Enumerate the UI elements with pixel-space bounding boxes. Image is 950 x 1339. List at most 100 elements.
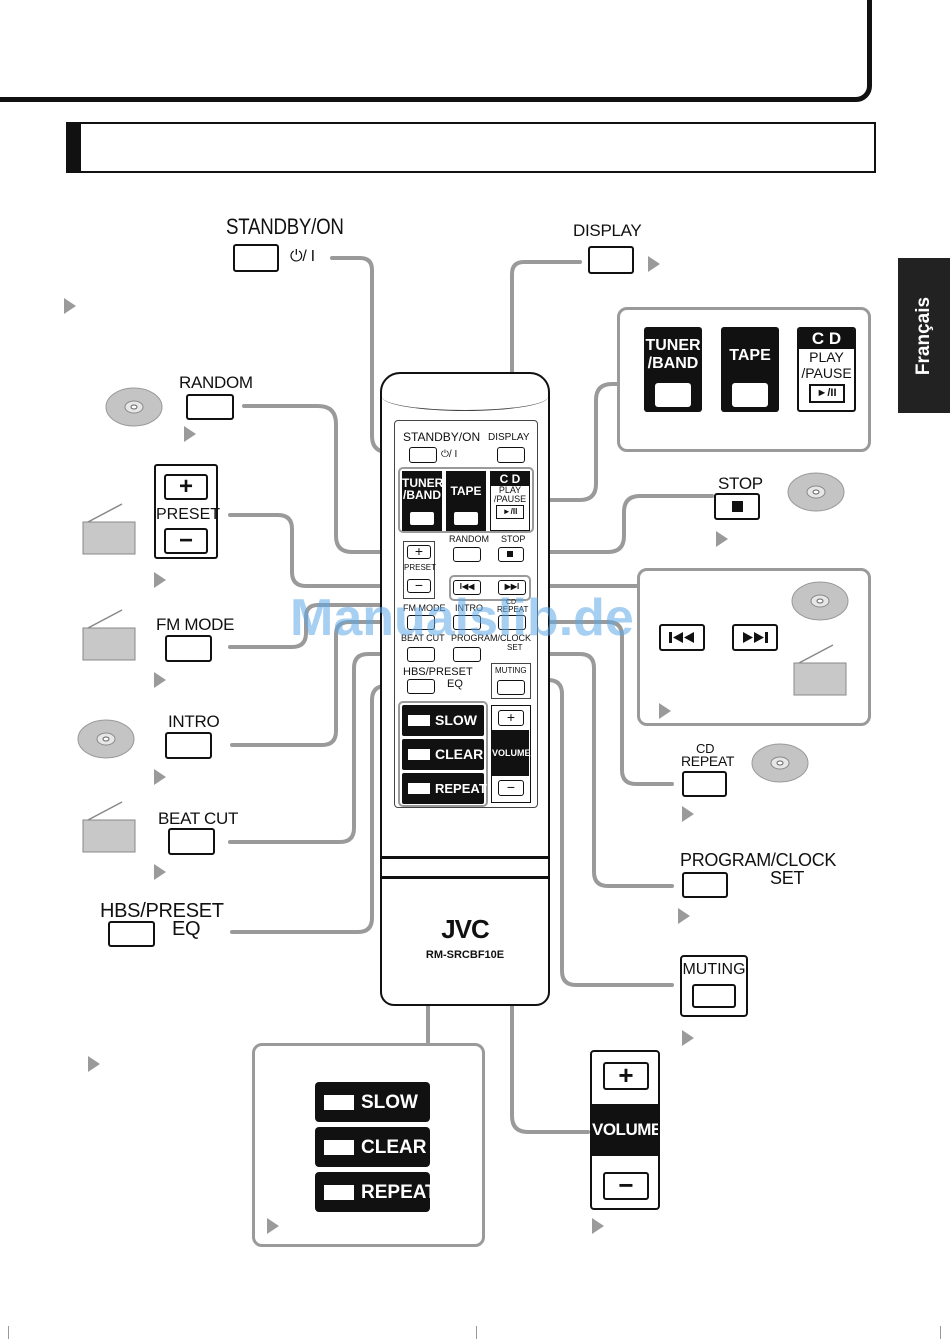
skip-forward-icon	[743, 632, 768, 643]
pointer-triangle-icon	[682, 1030, 694, 1046]
section-title-bar	[66, 122, 876, 173]
remote-volume-up[interactable]: +	[498, 710, 524, 726]
hbs-button[interactable]	[108, 921, 155, 947]
remote-preset-minus[interactable]: −	[407, 578, 431, 593]
play-pause-icon: ►/II	[808, 384, 845, 403]
random-button[interactable]	[186, 394, 234, 420]
cd-disc-icon	[791, 581, 849, 621]
remote-program-button[interactable]	[453, 647, 481, 662]
skip-back-icon	[669, 632, 694, 643]
muting-button[interactable]	[692, 984, 736, 1008]
skip-buttons-panel	[637, 568, 871, 726]
source-buttons-panel: TUNER /BAND TAPE C D PLAY /PAUSE ►/II	[617, 307, 871, 452]
fm-mode-label: FM MODE	[156, 615, 235, 634]
remote-beat-cut-button[interactable]	[407, 647, 435, 662]
program-clock-button[interactable]	[682, 872, 728, 898]
standby-button[interactable]	[233, 244, 279, 272]
remote-standby-button[interactable]	[409, 447, 437, 463]
stop-button[interactable]	[714, 493, 760, 520]
cd-repeat-label: CD	[696, 741, 715, 756]
volume-panel: + VOLUME −	[590, 1050, 660, 1210]
remote-model-label: RM-SRCBF10E	[425, 949, 505, 961]
remote-cd-repeat-button[interactable]	[498, 615, 526, 630]
clear-key[interactable]: CLEAR	[315, 1127, 430, 1167]
slow-key[interactable]: SLOW	[315, 1082, 430, 1122]
preset-minus-button[interactable]: −	[164, 528, 208, 554]
watermark-text: Manualslib.de	[290, 589, 634, 647]
remote-fm-mode-button[interactable]	[407, 615, 435, 630]
pointer-triangle-icon	[184, 426, 196, 442]
play-label: PLAY	[809, 349, 844, 365]
pointer-triangle-icon	[154, 864, 166, 880]
remote-control: STANDBY/ON DISPLAY ⏻/ I TUNER /BAND TAPE…	[380, 372, 550, 1006]
cd-label: C D	[799, 329, 854, 349]
standby-label: STANDBY/ON	[226, 214, 344, 239]
radio-icon	[82, 609, 136, 661]
remote-skip-back[interactable]: I◀◀	[453, 580, 481, 595]
display-button[interactable]	[588, 246, 634, 274]
radio-icon	[793, 644, 847, 696]
volume-up-button[interactable]: +	[603, 1062, 649, 1090]
intro-button[interactable]	[165, 732, 212, 759]
header-frame	[0, 0, 872, 102]
remote-random-button[interactable]	[453, 547, 481, 562]
remote-cd-repeat-label: CD	[506, 599, 517, 606]
remote-preset-label: PRESET	[404, 563, 437, 572]
pointer-triangle-icon	[64, 298, 76, 314]
remote-volume-down[interactable]: −	[498, 780, 524, 796]
preset-plus-button[interactable]: +	[164, 474, 208, 500]
remote-display-button[interactable]	[497, 447, 525, 463]
remote-muting-button[interactable]	[497, 680, 525, 695]
beat-cut-button[interactable]	[168, 828, 215, 855]
skip-forward-button[interactable]	[732, 624, 778, 651]
cd-disc-icon	[105, 387, 163, 427]
band-label: /BAND	[647, 355, 699, 372]
tape-label: TAPE	[729, 347, 771, 364]
beat-cut-label: BEAT CUT	[158, 809, 239, 828]
standby-icon: ⏻/ I	[290, 248, 315, 265]
remote-hbs-label: HBS/PRESET	[403, 666, 473, 678]
skip-back-button[interactable]	[659, 624, 705, 651]
remote-stop-button[interactable]	[498, 547, 524, 562]
remote-hbs-button[interactable]	[407, 679, 435, 694]
clear-label: CLEAR	[361, 1137, 427, 1158]
pointer-triangle-icon	[154, 572, 166, 588]
pointer-triangle-icon	[716, 531, 728, 547]
remote-random-label: RANDOM	[449, 534, 489, 544]
remote-tape-key[interactable]: TAPE	[446, 471, 486, 531]
pause-label: /PAUSE	[801, 365, 852, 381]
remote-intro-button[interactable]	[453, 615, 481, 630]
pointer-triangle-icon	[682, 806, 694, 822]
cd-repeat-label-2: REPEAT	[681, 753, 735, 769]
remote-program-set-label: SET	[507, 643, 523, 652]
repeat-label: REPEAT	[361, 1182, 437, 1203]
remote-standby-icon: ⏻/ I	[441, 449, 458, 460]
remote-repeat-key[interactable]: REPEAT	[402, 773, 487, 804]
preset-label: PRESET	[156, 506, 221, 523]
preset-button-group: + PRESET −	[154, 464, 221, 559]
remote-slow-key[interactable]: SLOW	[402, 705, 484, 736]
remote-program-label: PROGRAM/CLOCK	[451, 633, 532, 643]
fm-mode-button[interactable]	[165, 635, 212, 662]
pointer-triangle-icon	[88, 1056, 100, 1072]
remote-clear-key[interactable]: CLEAR	[402, 739, 484, 770]
remote-tuner-key[interactable]: TUNER /BAND	[402, 471, 443, 531]
remote-display-label: DISPLAY	[488, 432, 530, 443]
remote-preset-plus[interactable]: +	[407, 544, 431, 559]
pointer-triangle-icon	[154, 769, 166, 785]
cd-repeat-button[interactable]	[682, 771, 727, 797]
tuner-label: TUNER	[645, 337, 701, 354]
radio-icon	[82, 801, 136, 853]
remote-volume-label: VOLUME	[492, 730, 531, 776]
pointer-triangle-icon	[678, 908, 690, 924]
pointer-triangle-icon	[659, 703, 671, 719]
remote-skip-forward[interactable]: ▶▶I	[498, 580, 526, 595]
remote-cd-key[interactable]: C D PLAY /PAUSE ►/II	[490, 471, 530, 531]
cd-play-pause-key[interactable]: C D PLAY /PAUSE ►/II	[797, 327, 856, 412]
tape-key[interactable]: TAPE	[721, 327, 779, 412]
repeat-key[interactable]: REPEAT	[315, 1172, 437, 1212]
tuner-band-key[interactable]: TUNER /BAND	[644, 327, 702, 412]
volume-down-button[interactable]: −	[603, 1172, 649, 1200]
remote-standby-label: STANDBY/ON	[403, 430, 481, 444]
remote-intro-label: INTRO	[455, 603, 483, 613]
